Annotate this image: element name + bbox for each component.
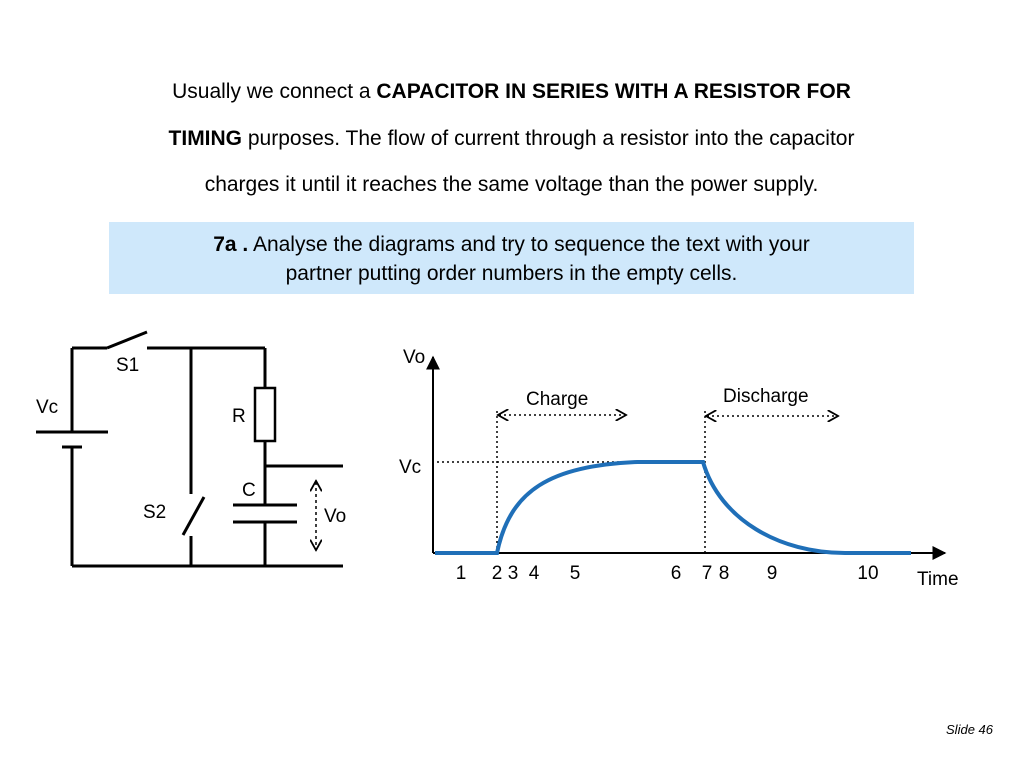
tick-label: 3 [508,563,519,584]
label-vo-output: Vo [324,506,346,527]
task-number: 7a . [213,233,249,256]
label-s1: S1 [116,355,139,376]
task-line-2: partner putting order numbers in the emp… [285,262,738,285]
intro-bold-1: CAPACITOR IN SERIES WITH A RESISTOR FOR [376,80,851,103]
label-vc-supply: Vc [36,397,58,418]
intro-text-2: purposes. The flow of current through a … [242,127,855,150]
tick-label: 5 [570,563,581,584]
task-line-1: 7a . Analyse the diagrams and try to seq… [109,230,914,259]
graph-vc-label: Vc [399,457,421,478]
resistor-symbol [253,386,277,443]
label-c: C [242,480,256,501]
switch-s1-blade [106,330,148,350]
tick-label: 4 [529,563,540,584]
label-s2: S2 [143,502,166,523]
circuit-diagram [36,330,343,568]
voltage-curve [435,460,911,555]
charge-label: Charge [526,389,588,410]
tick-label: 1 [456,563,467,584]
slide-number: Slide 46 [946,722,993,737]
intro-line-2: TIMING purposes. The flow of current thr… [0,126,1023,152]
intro-text-3: charges it until it reaches the same vol… [204,173,819,196]
tick-label: 2 [492,563,503,584]
tick-label: 9 [767,563,778,584]
tick-label: 10 [857,563,878,584]
switch-s2-blade [181,496,206,536]
label-r: R [232,406,246,427]
graph-y-label: Vo [403,347,425,368]
task-box: 7a . Analyse the diagrams and try to seq… [109,222,914,294]
intro-line-3: charges it until it reaches the same vol… [0,172,1023,198]
task-text-1: Analyse the diagrams and try to sequence… [248,233,810,256]
intro-bold-2: TIMING [168,127,243,150]
tick-label: 7 [702,563,713,584]
tick-label: 8 [719,563,730,584]
intro-line-1: Usually we connect a CAPACITOR IN SERIES… [0,79,1023,105]
tick-label: 6 [671,563,682,584]
graph-x-label: Time [917,569,959,590]
discharge-label: Discharge [723,386,809,407]
intro-text-1: Usually we connect a [172,80,377,103]
